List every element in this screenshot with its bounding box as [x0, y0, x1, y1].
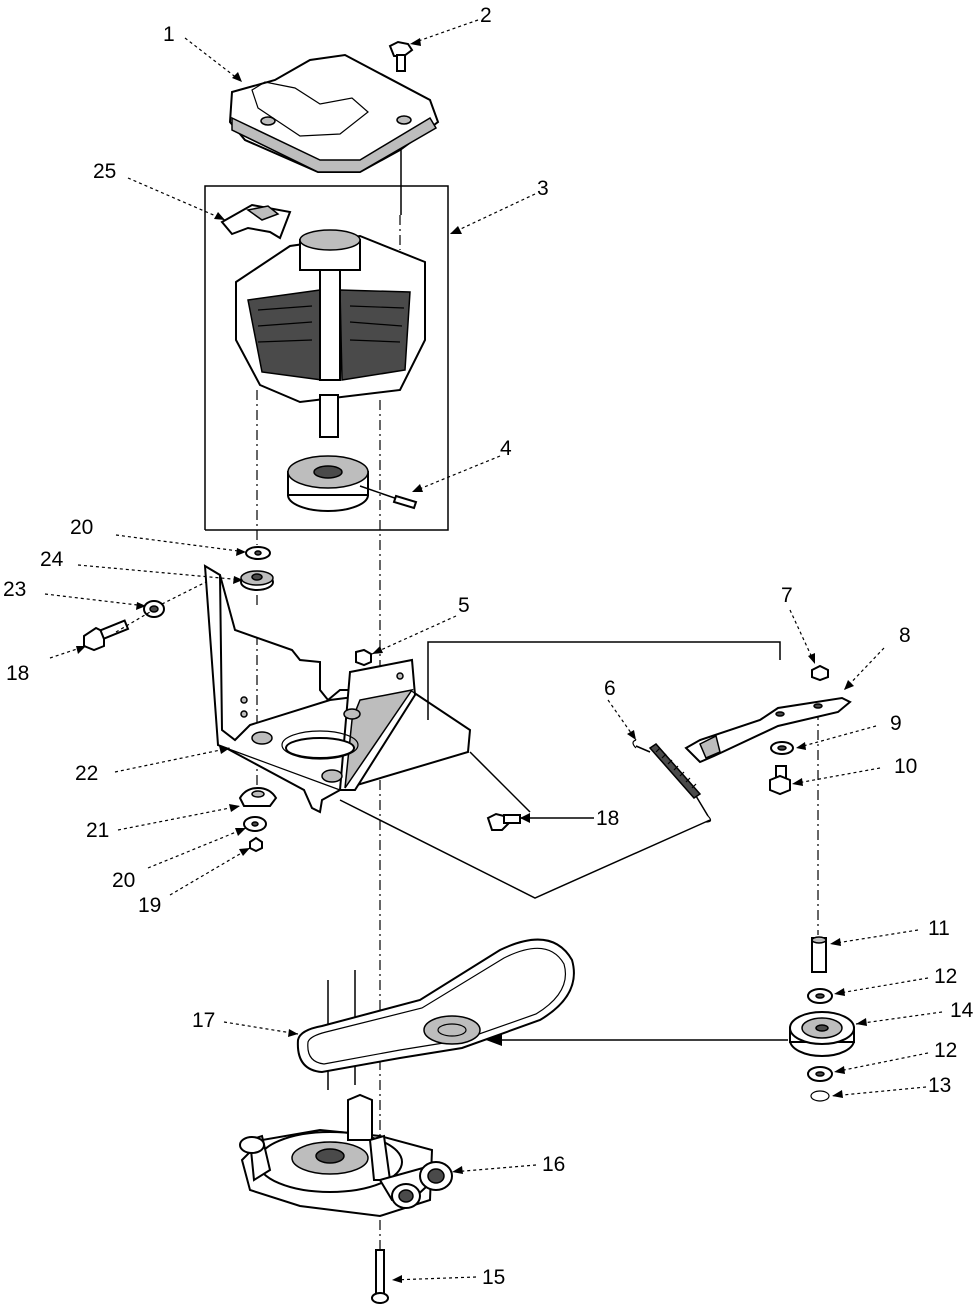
rubber-mount-upper: [240, 570, 274, 591]
idler-pulley-stud: [811, 936, 827, 973]
capacitor-clip: [220, 203, 292, 240]
callout-22: 22: [75, 762, 98, 785]
callout-7: 7: [781, 584, 793, 607]
pump-bolt: [371, 1249, 389, 1304]
mount-nut-lower: [249, 836, 263, 853]
callout-18-right: 18: [596, 807, 619, 830]
rubber-mount-lower: [238, 786, 278, 807]
callout-21: 21: [86, 819, 109, 842]
cover-screw: [388, 40, 414, 72]
bracket-bolt-right: [486, 812, 521, 831]
pulley-set-screw: [359, 485, 418, 510]
callout-6: 6: [604, 677, 616, 700]
callout-20-upper: 20: [70, 516, 93, 539]
callout-10: 10: [894, 755, 917, 778]
bracket-bolt-left: [83, 619, 130, 652]
callout-1: 1: [163, 23, 175, 46]
callout-18-left: 18: [6, 662, 29, 685]
callout-16: 16: [542, 1153, 565, 1176]
spring-connector-line: [339, 799, 711, 899]
motor-mount-washer-upper: [245, 546, 271, 560]
callout-3: 3: [537, 177, 549, 200]
idler-bracket-connector-line: [427, 641, 781, 720]
idler-washer-lower: [807, 1066, 833, 1082]
motor-pulley: [287, 455, 369, 512]
callout-25: 25: [93, 160, 116, 183]
callout-9: 9: [890, 712, 902, 735]
callout-2: 2: [480, 4, 492, 27]
water-pump: [239, 1093, 453, 1218]
bolt-left-axis-line: [115, 611, 151, 633]
motor-cover: [228, 53, 440, 173]
bracket-nut: [143, 600, 165, 618]
idler-pulley: [789, 1011, 855, 1057]
callout-24: 24: [40, 548, 64, 571]
callout-15: 15: [482, 1266, 505, 1289]
motor-mounting-bracket: [203, 564, 472, 814]
idler-spring: [632, 739, 712, 823]
idler-arm-washer: [770, 741, 794, 755]
callout-13: 13: [928, 1074, 951, 1097]
callout-12-lower: 12: [934, 1039, 957, 1062]
callout-5: 5: [458, 594, 470, 617]
bolt-right-pointer-line: [469, 751, 531, 813]
motor-assembly-frame: [204, 185, 449, 531]
callout-17: 17: [192, 1009, 215, 1032]
callout-14: 14: [950, 999, 974, 1022]
drive-motor: [235, 229, 426, 438]
callout-20-lower: 20: [112, 869, 135, 892]
idler-arm: [684, 696, 852, 764]
drive-belt: [296, 938, 575, 1074]
callout-19: 19: [138, 894, 161, 917]
idler-washer-upper: [807, 988, 833, 1004]
motor-mount-washer-lower: [243, 816, 267, 832]
callout-4: 4: [500, 437, 512, 460]
idler-arm-nut: [811, 664, 829, 682]
shoulder-bolt: [769, 765, 791, 796]
callout-23: 23: [3, 578, 26, 601]
nut-axis-line: [161, 579, 211, 605]
idler-to-belt-arrowhead: [486, 1034, 502, 1046]
retaining-ring: [810, 1090, 830, 1102]
callout-8: 8: [899, 624, 911, 647]
leader-lines: [44, 19, 943, 1283]
callout-12-upper: 12: [934, 965, 957, 988]
bracket-top-nut: [355, 648, 372, 667]
callout-11: 11: [928, 917, 950, 940]
